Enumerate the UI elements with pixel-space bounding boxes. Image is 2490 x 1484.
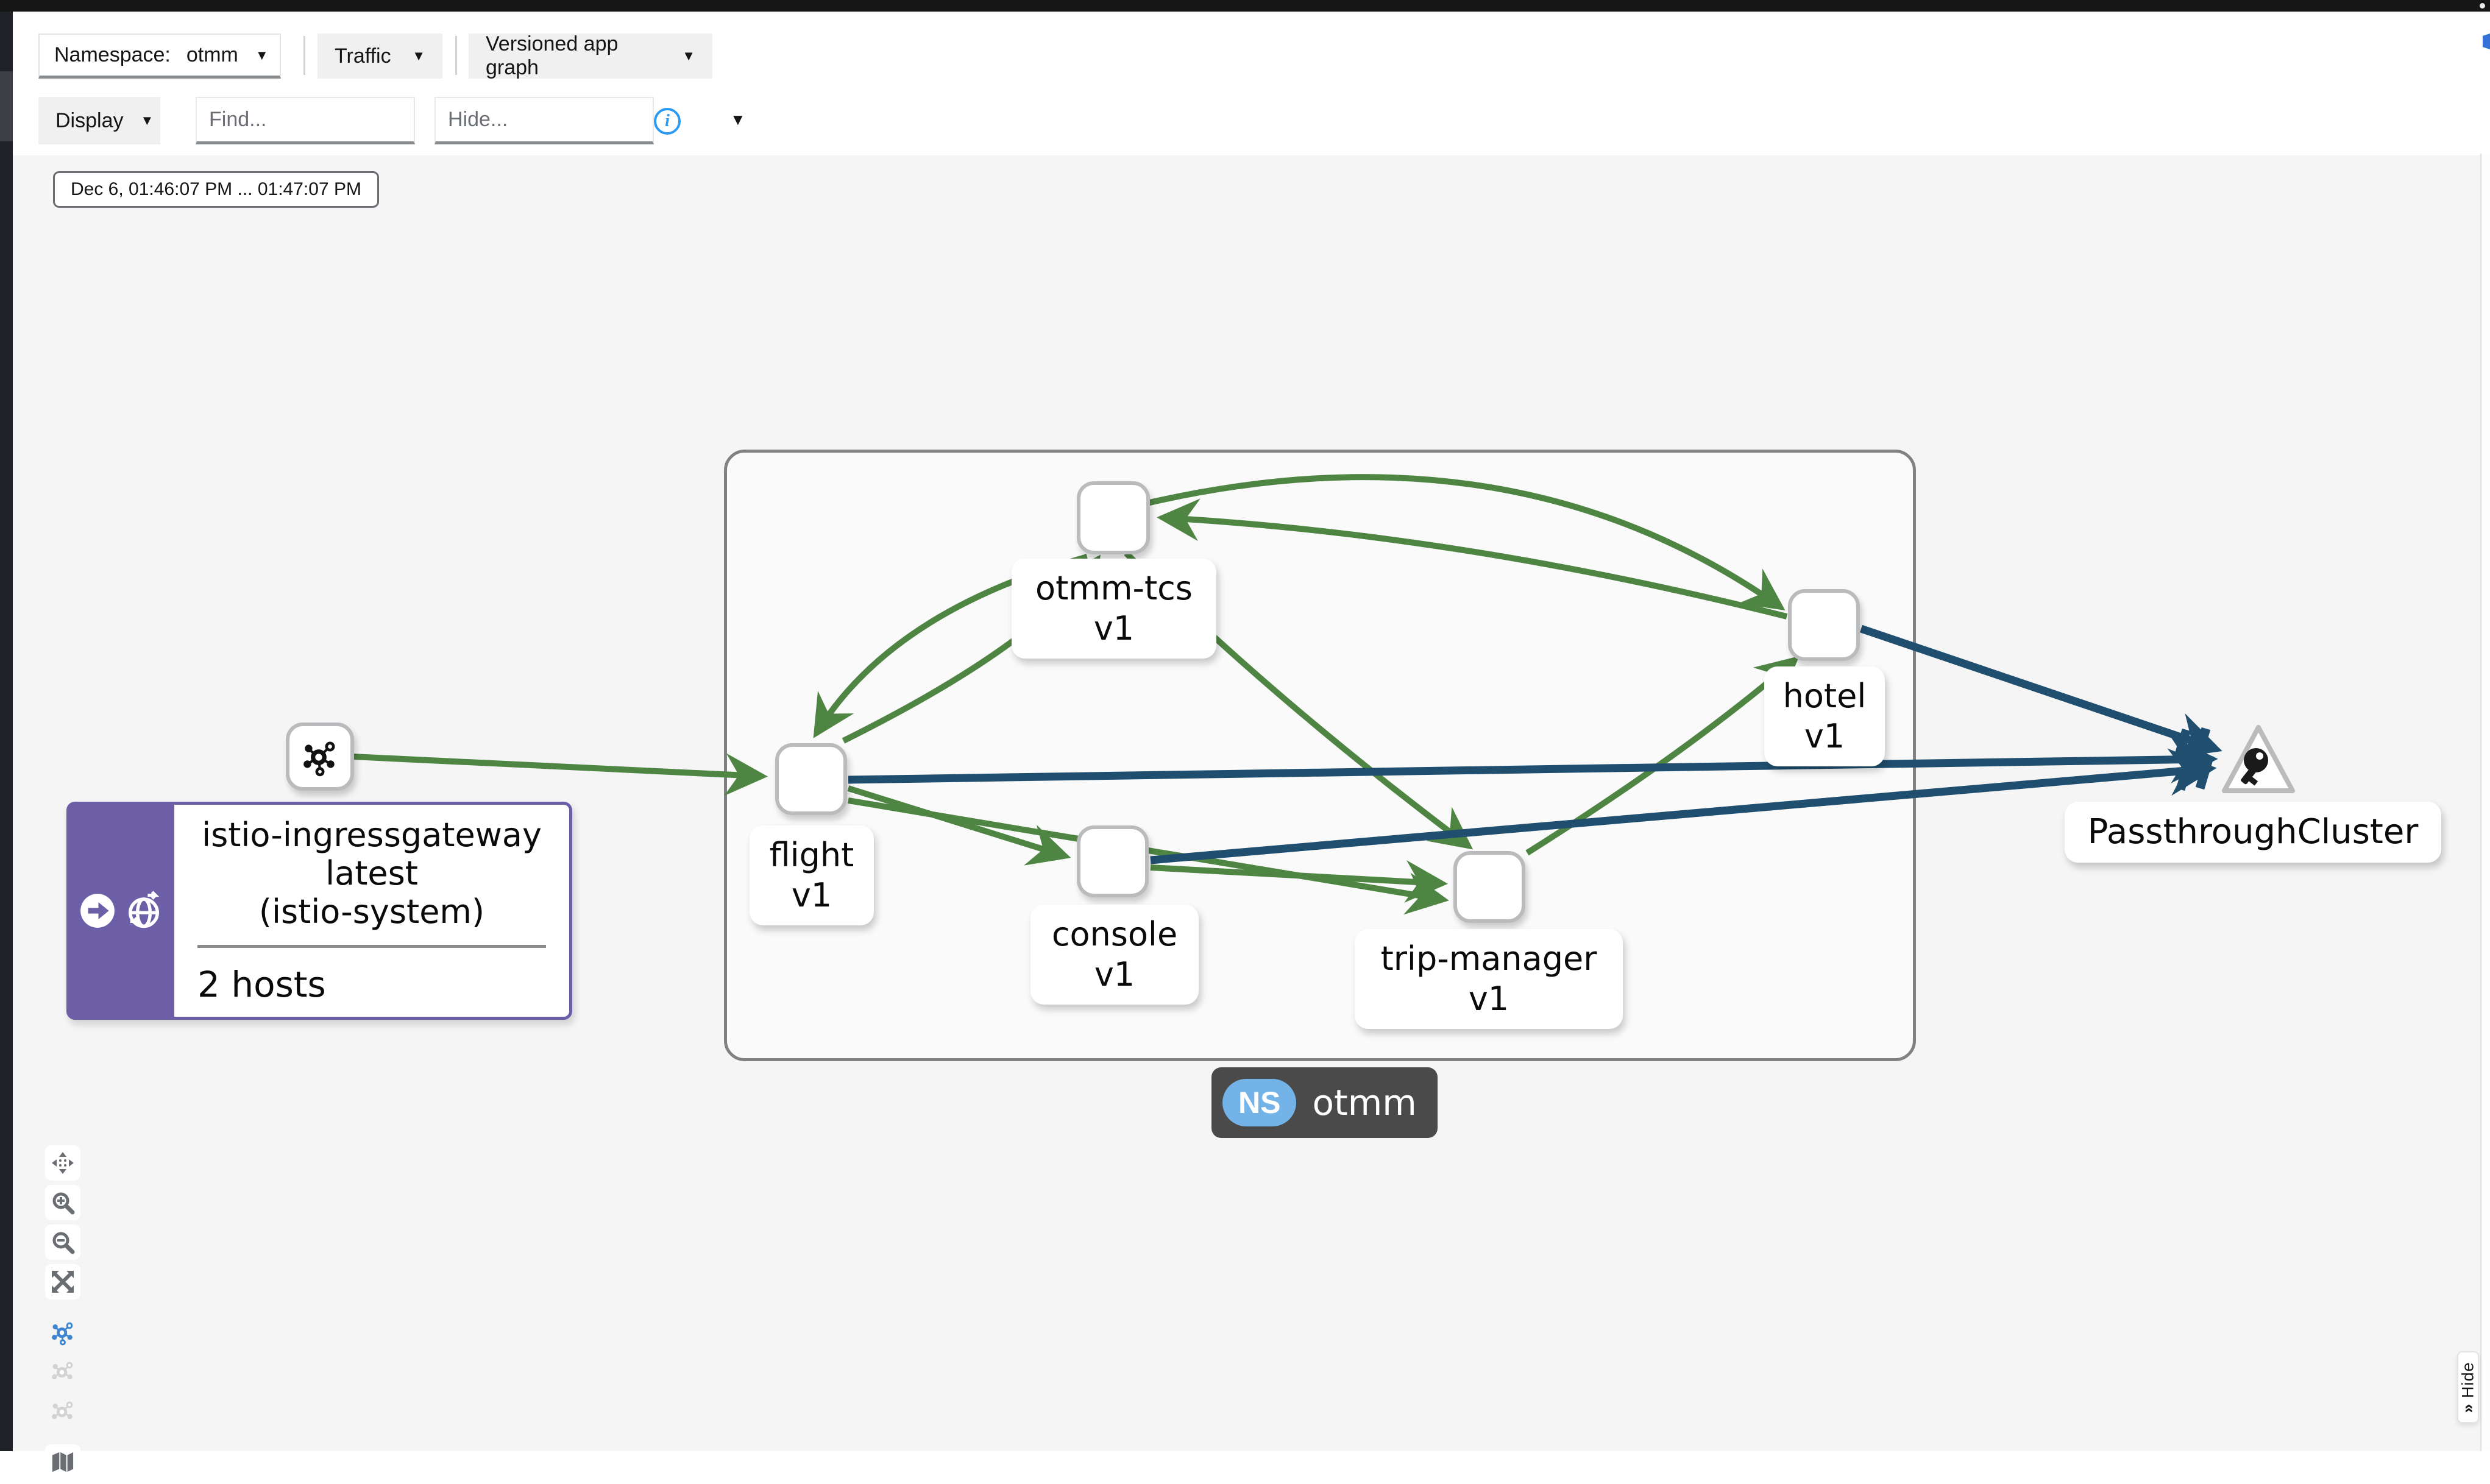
mesh-graph: istio-ingressgateway latest (istio-syste… bbox=[66, 450, 2441, 1138]
time-range-text: Dec 6, 01:46:07 PM ... 01:47:07 PM bbox=[71, 179, 361, 199]
ns-name: otmm bbox=[1312, 1082, 1417, 1123]
arrow-circle-right-icon bbox=[80, 894, 115, 928]
node-flight[interactable] bbox=[775, 743, 847, 815]
ns-pill: NS bbox=[1222, 1079, 1297, 1126]
browser-top-bar bbox=[0, 0, 2490, 12]
label-otmm-tcs[interactable]: otmm-tcs v1 bbox=[1012, 559, 1216, 659]
toolbar-divider bbox=[455, 36, 457, 75]
caret-down-icon: ▼ bbox=[682, 48, 695, 63]
hide-input-group: ▼ bbox=[435, 97, 746, 144]
zoom-out-button[interactable] bbox=[45, 1224, 80, 1260]
caret-down-icon: ▼ bbox=[255, 47, 269, 63]
tls-hash-marks bbox=[2172, 727, 2215, 791]
edge-istio-ingressgateway-to-flight[interactable] bbox=[352, 753, 768, 796]
toolbar-divider bbox=[303, 36, 305, 75]
gateway-card-subtitle: latest bbox=[325, 854, 418, 893]
graph-toolbar-primary: Namespace: otmm ▼ Traffic ▼ Versioned ap… bbox=[13, 12, 2490, 144]
graph-type-label: Versioned app graph bbox=[486, 32, 619, 79]
graph-type-dropdown-button[interactable]: Versioned app graph ▼ bbox=[469, 32, 712, 79]
graph-layout-1-button[interactable] bbox=[45, 1315, 80, 1350]
layout-hub-icon-disabled bbox=[52, 1401, 73, 1419]
gateway-globe-icon bbox=[129, 891, 160, 928]
namespace-value: otmm bbox=[186, 43, 238, 66]
legend-button[interactable] bbox=[45, 1444, 80, 1480]
gateway-info-card[interactable]: istio-ingressgateway latest (istio-syste… bbox=[66, 802, 572, 1020]
time-range-chip[interactable]: Dec 6, 01:46:07 PM ... 01:47:07 PM bbox=[53, 171, 379, 208]
namespace-badge[interactable]: NS otmm bbox=[1211, 1067, 1438, 1138]
display-label: Display bbox=[55, 108, 124, 132]
clipped-bookmark-icon bbox=[2483, 34, 2490, 49]
layout-hub-icon-disabled bbox=[52, 1362, 73, 1380]
hide-input[interactable] bbox=[436, 98, 730, 141]
label-hotel[interactable]: hotel v1 bbox=[1764, 666, 1885, 766]
hide-label: Hide bbox=[2458, 1361, 2477, 1398]
graph-layout-3-button[interactable] bbox=[45, 1394, 80, 1429]
node-console[interactable] bbox=[1077, 825, 1149, 897]
zoom-in-button[interactable] bbox=[45, 1185, 80, 1220]
hide-options-caret-icon[interactable]: ▼ bbox=[730, 110, 746, 129]
node-passthroughcluster[interactable] bbox=[2218, 723, 2299, 799]
gateway-card-hosts: 2 hosts bbox=[197, 963, 326, 1005]
traffic-dropdown-button[interactable]: Traffic ▼ bbox=[317, 34, 442, 79]
gateway-card-accent-band bbox=[69, 805, 174, 1017]
caret-down-icon: ▼ bbox=[412, 48, 425, 63]
hide-side-panel-button[interactable]: » Hide bbox=[2457, 1351, 2479, 1423]
layout-hub-icon-active bbox=[52, 1322, 73, 1346]
namespace-label: Namespace: bbox=[54, 43, 171, 66]
traffic-label: Traffic bbox=[335, 44, 391, 68]
node-trip-manager[interactable] bbox=[1453, 851, 1525, 923]
pan-button[interactable] bbox=[45, 1145, 80, 1181]
zoom-out-icon bbox=[52, 1232, 75, 1254]
label-trip-manager[interactable]: trip-manager v1 bbox=[1355, 929, 1623, 1029]
label-flight[interactable]: flight v1 bbox=[750, 825, 874, 925]
pan-move-icon bbox=[52, 1152, 74, 1174]
fit-to-screen-button[interactable] bbox=[45, 1264, 80, 1299]
gateway-card-divider bbox=[197, 944, 546, 948]
expand-arrows-icon bbox=[52, 1271, 74, 1293]
namespace-select[interactable]: Namespace: otmm ▼ bbox=[38, 34, 281, 79]
label-passthroughcluster[interactable]: PassthroughCluster bbox=[2065, 802, 2441, 863]
namespace-group-box[interactable] bbox=[724, 450, 1916, 1061]
top-bar-dot bbox=[2480, 3, 2485, 9]
find-input-group: ▼ bbox=[196, 97, 507, 144]
mesh-hub-icon bbox=[303, 741, 335, 777]
find-hide-help-info-icon[interactable]: i bbox=[654, 108, 681, 135]
gateway-card-namespace: (istio-system) bbox=[258, 892, 485, 931]
node-istio-ingressgateway[interactable] bbox=[286, 723, 354, 791]
graph-zoom-toolbar bbox=[45, 1145, 82, 1484]
key-icon bbox=[2241, 748, 2268, 786]
node-otmm-tcs[interactable] bbox=[1077, 481, 1150, 554]
caret-down-icon: ▼ bbox=[140, 113, 154, 128]
map-legend-icon bbox=[52, 1452, 74, 1472]
node-hotel[interactable] bbox=[1788, 589, 1860, 661]
gateway-card-title: istio-ingressgateway bbox=[202, 816, 542, 854]
gateway-card-body: istio-ingressgateway latest (istio-syste… bbox=[174, 805, 569, 1017]
side-panel-edge bbox=[2480, 154, 2490, 1451]
label-console[interactable]: console v1 bbox=[1030, 905, 1199, 1005]
zoom-in-icon bbox=[52, 1192, 75, 1215]
display-dropdown-button[interactable]: Display ▼ bbox=[38, 97, 160, 144]
left-nav-active-segment bbox=[0, 71, 13, 141]
graph-layout-2-button[interactable] bbox=[45, 1354, 80, 1390]
collapsed-left-nav[interactable] bbox=[0, 12, 13, 1451]
double-chevron-icon: » bbox=[2458, 1403, 2477, 1413]
